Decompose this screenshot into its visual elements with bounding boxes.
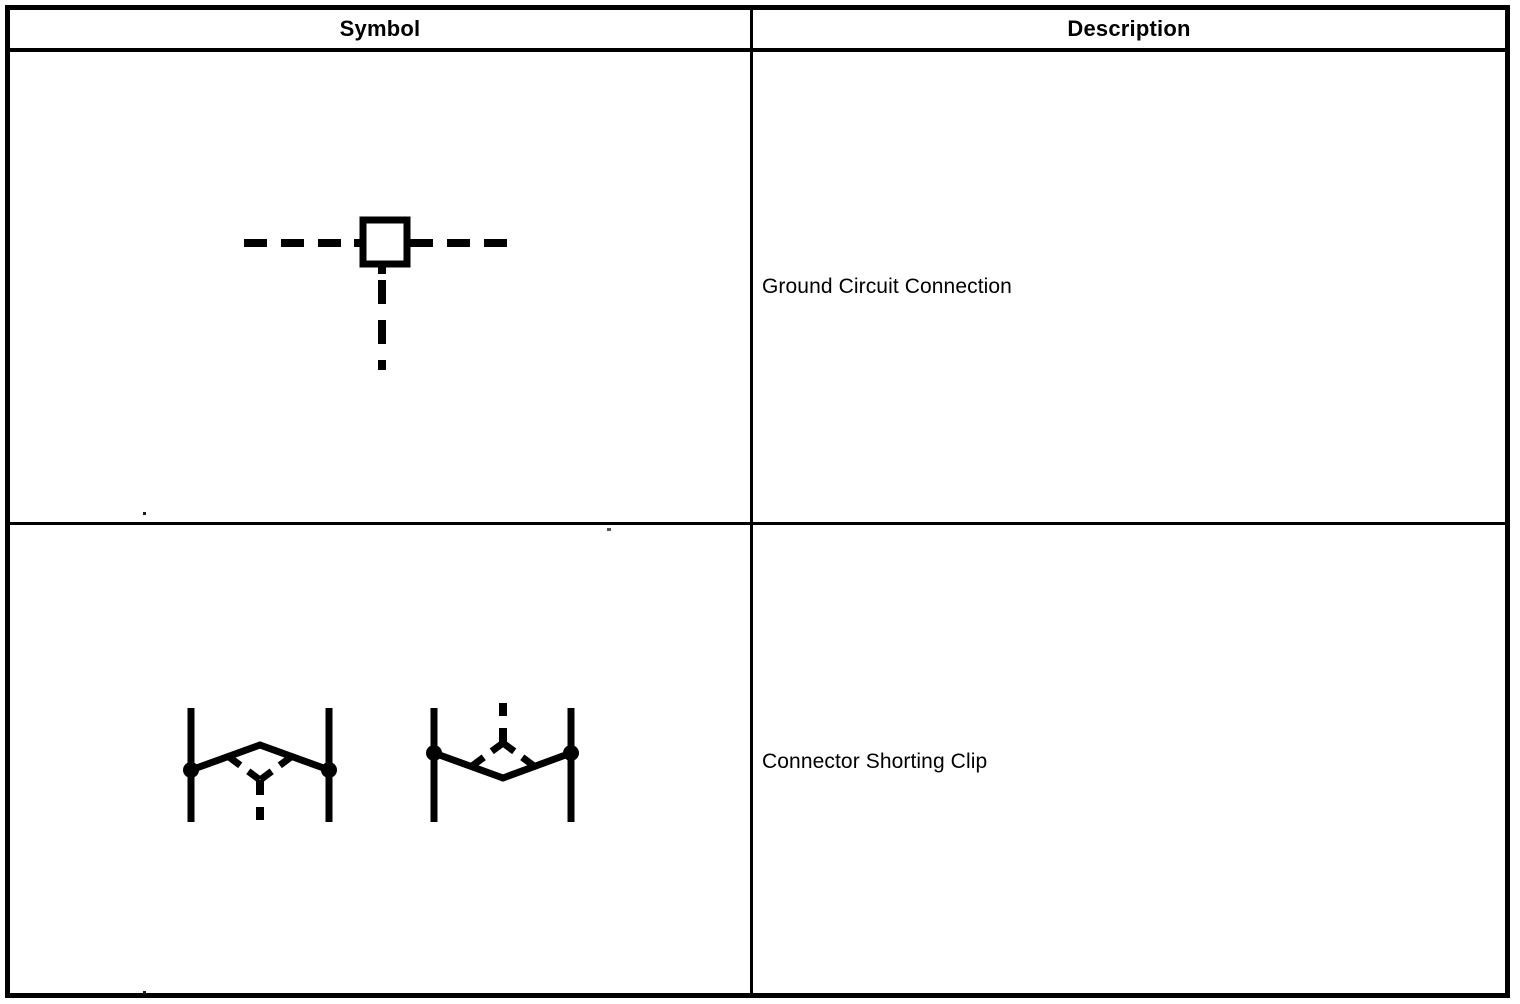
- column-header-description: Description: [1067, 16, 1191, 41]
- description-ground-circuit-connection: Ground Circuit Connection: [762, 275, 1012, 298]
- connector-shorting-clip-icon: [183, 703, 579, 822]
- shorting-clip-left: [183, 708, 337, 822]
- scan-speck: [143, 991, 146, 994]
- symbol-description-table: Symbol Description: [5, 5, 1510, 998]
- row-separator-rule: [10, 522, 1505, 525]
- column-divider: [750, 10, 753, 993]
- header-separator-rule: [10, 48, 1505, 52]
- column-header-symbol: Symbol: [339, 16, 421, 41]
- ground-circuit-connection-icon: [244, 216, 520, 370]
- shorting-clip-right: [426, 703, 579, 822]
- scan-speck: [607, 528, 611, 531]
- description-connector-shorting-clip: Connector Shorting Clip: [762, 749, 988, 773]
- symbol-cell-connector-shorting-clip: [10, 525, 750, 998]
- scan-speck: [143, 512, 146, 515]
- symbol-cell-ground-circuit: [10, 52, 750, 522]
